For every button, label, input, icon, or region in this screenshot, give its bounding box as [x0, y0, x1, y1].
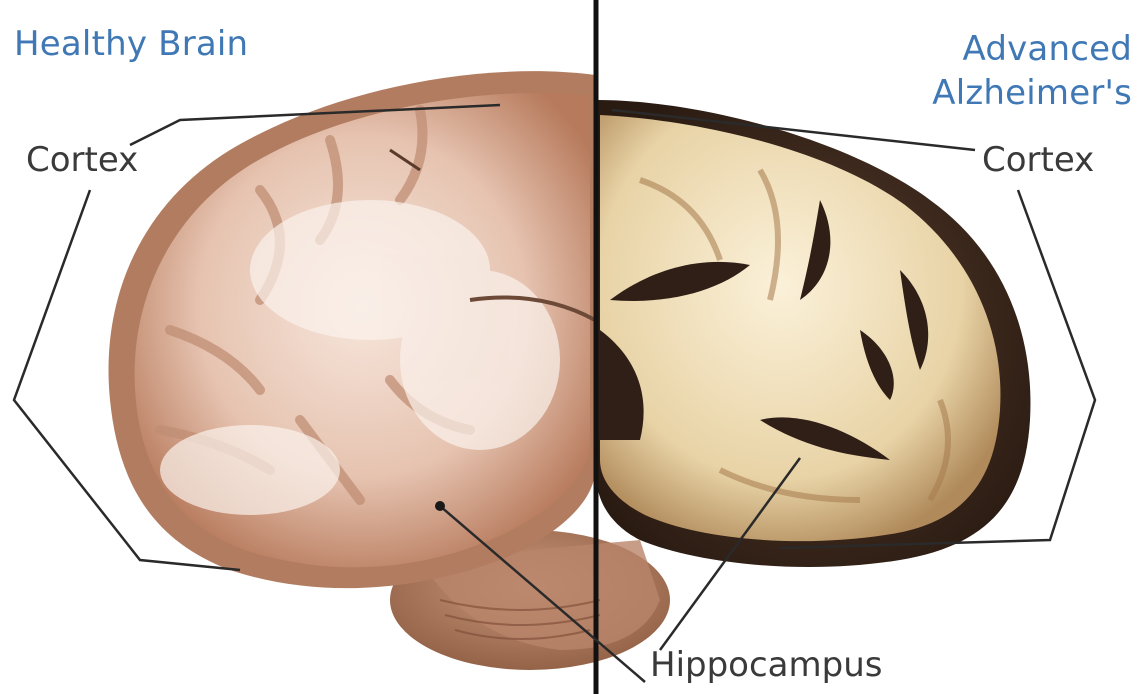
hippocampus-marker-dot [435, 501, 445, 511]
cortex-label-left: Cortex [26, 143, 138, 177]
advanced-alzheimers-title-line2: Alzheimer's [932, 71, 1132, 115]
advanced-alzheimers-title: Advanced Alzheimer's [932, 27, 1132, 115]
cortex-label-right: Cortex [982, 143, 1094, 177]
alzheimer-hemisphere [597, 100, 1030, 567]
hippocampus-label: Hippocampus [650, 648, 882, 682]
healthy-brain-title: Healthy Brain [14, 27, 248, 61]
healthy-hemisphere [109, 71, 596, 588]
advanced-alzheimers-title-line1: Advanced [932, 27, 1132, 71]
